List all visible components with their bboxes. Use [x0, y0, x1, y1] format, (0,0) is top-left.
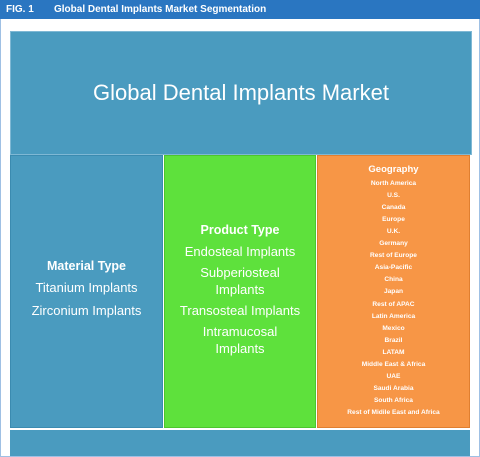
geography-item: Saudi Arabia [373, 385, 414, 393]
geography-item: LATAM [382, 348, 405, 356]
product-type-column: Product Type Endosteal Implants Subperio… [164, 155, 316, 428]
geography-title: Geography [368, 163, 419, 175]
product-item: Intramucosal Implants [202, 323, 278, 356]
material-item: Zirconium Implants [31, 302, 142, 318]
market-banner: Global Dental Implants Market [10, 31, 472, 155]
geography-item: South Africa [374, 397, 413, 405]
product-item: Transosteal Implants [179, 302, 301, 318]
geography-item: Canada [381, 203, 406, 211]
geography-item: Japan [383, 288, 404, 296]
geography-item: Middle East & Africa [361, 360, 426, 368]
material-item: Titanium Implants [35, 279, 138, 295]
geography-item: U.S. [387, 191, 400, 199]
geography-item: China [384, 276, 403, 284]
geography-item: Rest of Midile East and Africa [347, 409, 440, 417]
product-item: Subperiosteal Implants [200, 264, 280, 297]
geography-item: Mexico [382, 324, 405, 332]
geography-item: Rest of Europe [370, 252, 417, 260]
figure-title: Global Dental Implants Market Segmentati… [54, 4, 267, 15]
geography-item: Europe [382, 215, 405, 223]
product-type-title: Product Type [200, 222, 280, 237]
geography-item: North America [370, 179, 417, 187]
figure-number: FIG. 1 [6, 4, 34, 15]
material-type-title: Material Type [47, 258, 126, 273]
material-type-column: Material Type Titanium Implants Zirconiu… [10, 155, 163, 428]
geography-item: UAE [386, 373, 401, 381]
bottom-strip [10, 430, 470, 456]
market-title: Global Dental Implants Market [93, 80, 389, 105]
geography-item: Brazil [384, 336, 403, 344]
geography-item: Germany [379, 240, 408, 248]
geography-item: Latin America [371, 312, 416, 320]
figure-header: FIG. 1 Global Dental Implants Market Seg… [0, 0, 480, 19]
geography-item: Rest of APAC [372, 300, 415, 308]
geography-item: Asia-Pacific [374, 264, 413, 272]
geography-item: U.K. [386, 227, 401, 235]
geography-column: Geography North America U.S. Canada Euro… [317, 155, 470, 428]
product-item: Endosteal Implants [184, 243, 296, 259]
